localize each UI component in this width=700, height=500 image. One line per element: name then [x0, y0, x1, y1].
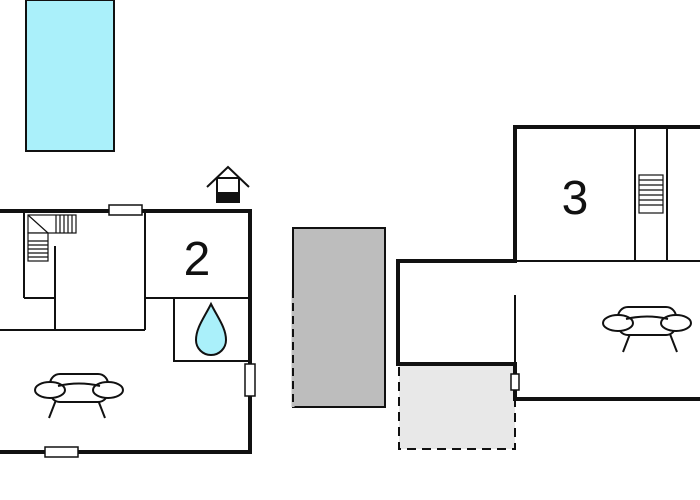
- window: [44, 446, 79, 458]
- stairs-icon: [638, 174, 664, 214]
- carport: [291, 227, 386, 408]
- right-building: 3: [396, 125, 700, 401]
- sofa-icon: [34, 373, 124, 419]
- terrace: [398, 363, 516, 450]
- water-drop-icon: [194, 301, 228, 356]
- room-label-3: 3: [562, 172, 589, 225]
- house-icon: [206, 165, 250, 203]
- window: [108, 204, 143, 216]
- window: [244, 363, 256, 397]
- sofa-icon: [602, 306, 692, 353]
- swimming-pool: [25, 0, 115, 152]
- door: [510, 373, 520, 391]
- stairs-icon: [27, 214, 77, 262]
- left-building: 2: [0, 204, 256, 458]
- room-label-2: 2: [184, 233, 211, 286]
